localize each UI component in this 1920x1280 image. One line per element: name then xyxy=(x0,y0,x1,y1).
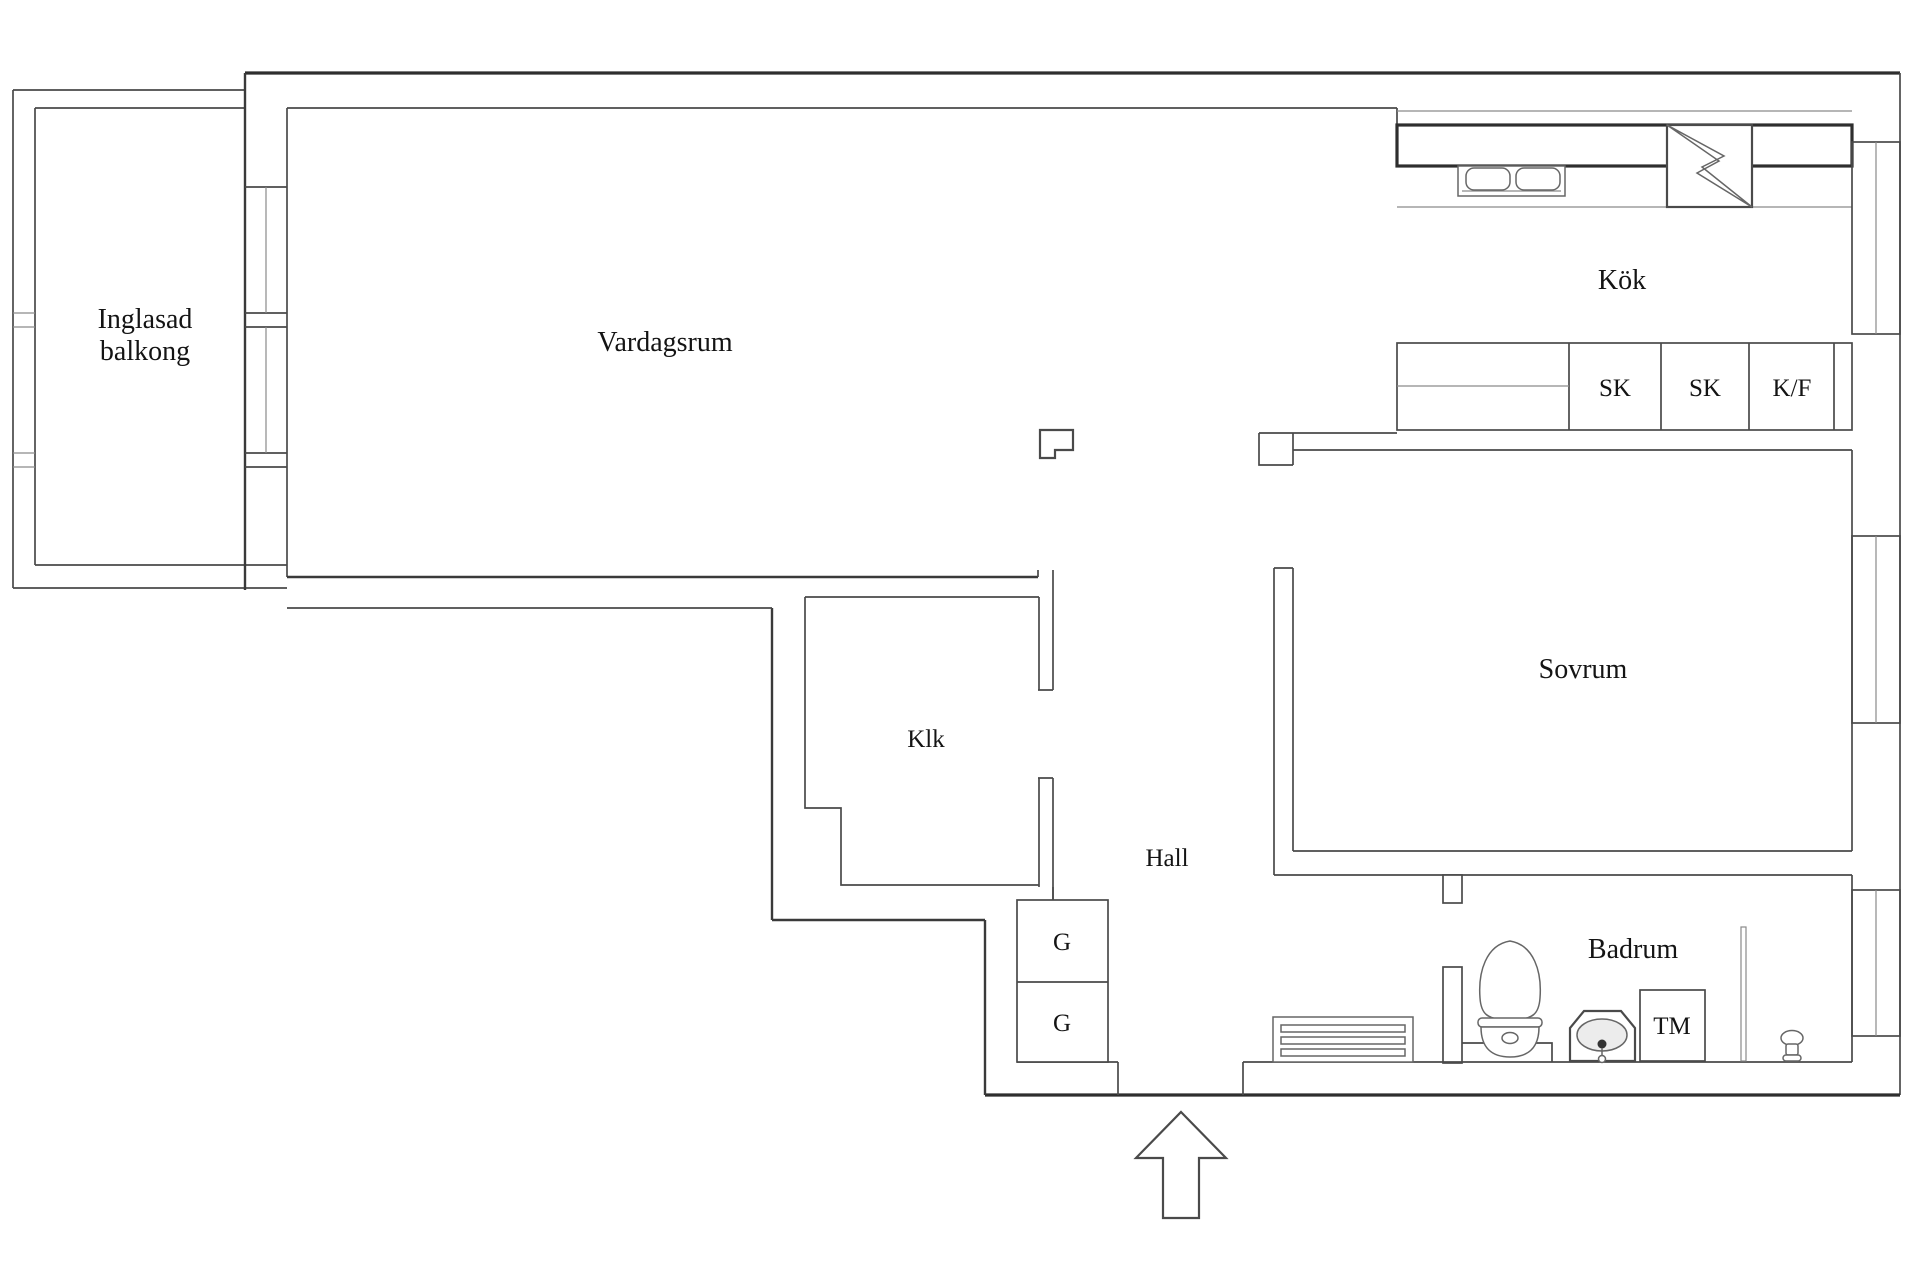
living-room-bottom-wall xyxy=(287,575,1038,609)
label-kitchen: Kök xyxy=(1598,265,1646,296)
shower-partition xyxy=(1740,926,1747,1062)
label-living-room: Vardagsrum xyxy=(597,327,733,358)
lightning-bolt-icon xyxy=(1666,124,1753,208)
shower-handle-icon xyxy=(1780,1029,1804,1062)
toilet xyxy=(1477,940,1543,1058)
kitchen-counter xyxy=(1395,123,1854,168)
hall-wardrobes xyxy=(1016,899,1109,1063)
bathroom-sink xyxy=(1568,1009,1637,1064)
label-cabinet-sk-1: SK xyxy=(1599,375,1631,402)
stove xyxy=(1665,123,1754,209)
label-hall: Hall xyxy=(1145,845,1188,872)
closet-walls xyxy=(804,570,1054,900)
washing-machine-box xyxy=(1639,989,1706,1062)
label-closet: Klk xyxy=(907,726,945,753)
top-wall-inner xyxy=(287,107,1852,208)
label-balcony-line2: balkong xyxy=(100,336,190,367)
kitchen-cabinets xyxy=(1396,342,1853,431)
right-wall-windows xyxy=(1851,141,1901,1037)
label-balcony-line1: Inglasad xyxy=(98,304,193,335)
label-bathroom: Badrum xyxy=(1588,934,1678,965)
room-labels: Inglasad balkong Vardagsrum Kök SK SK K/… xyxy=(98,265,1812,1040)
label-wardrobe-1: G xyxy=(1053,929,1071,956)
label-bedroom: Sovrum xyxy=(1539,654,1628,685)
hall-radiator xyxy=(1272,1016,1414,1063)
balcony-window-wall xyxy=(245,108,288,577)
entrance-arrow-icon xyxy=(1133,1110,1229,1220)
structural-column xyxy=(1038,428,1075,460)
balcony-glazing xyxy=(12,89,287,589)
kitchen-sink xyxy=(1457,165,1566,197)
label-cabinet-kf: K/F xyxy=(1773,375,1812,402)
bathroom-walls xyxy=(1017,874,1853,1095)
label-wardrobe-2: G xyxy=(1053,1010,1071,1037)
label-washing-machine: TM xyxy=(1653,1013,1691,1040)
label-cabinet-sk-2: SK xyxy=(1689,375,1721,402)
